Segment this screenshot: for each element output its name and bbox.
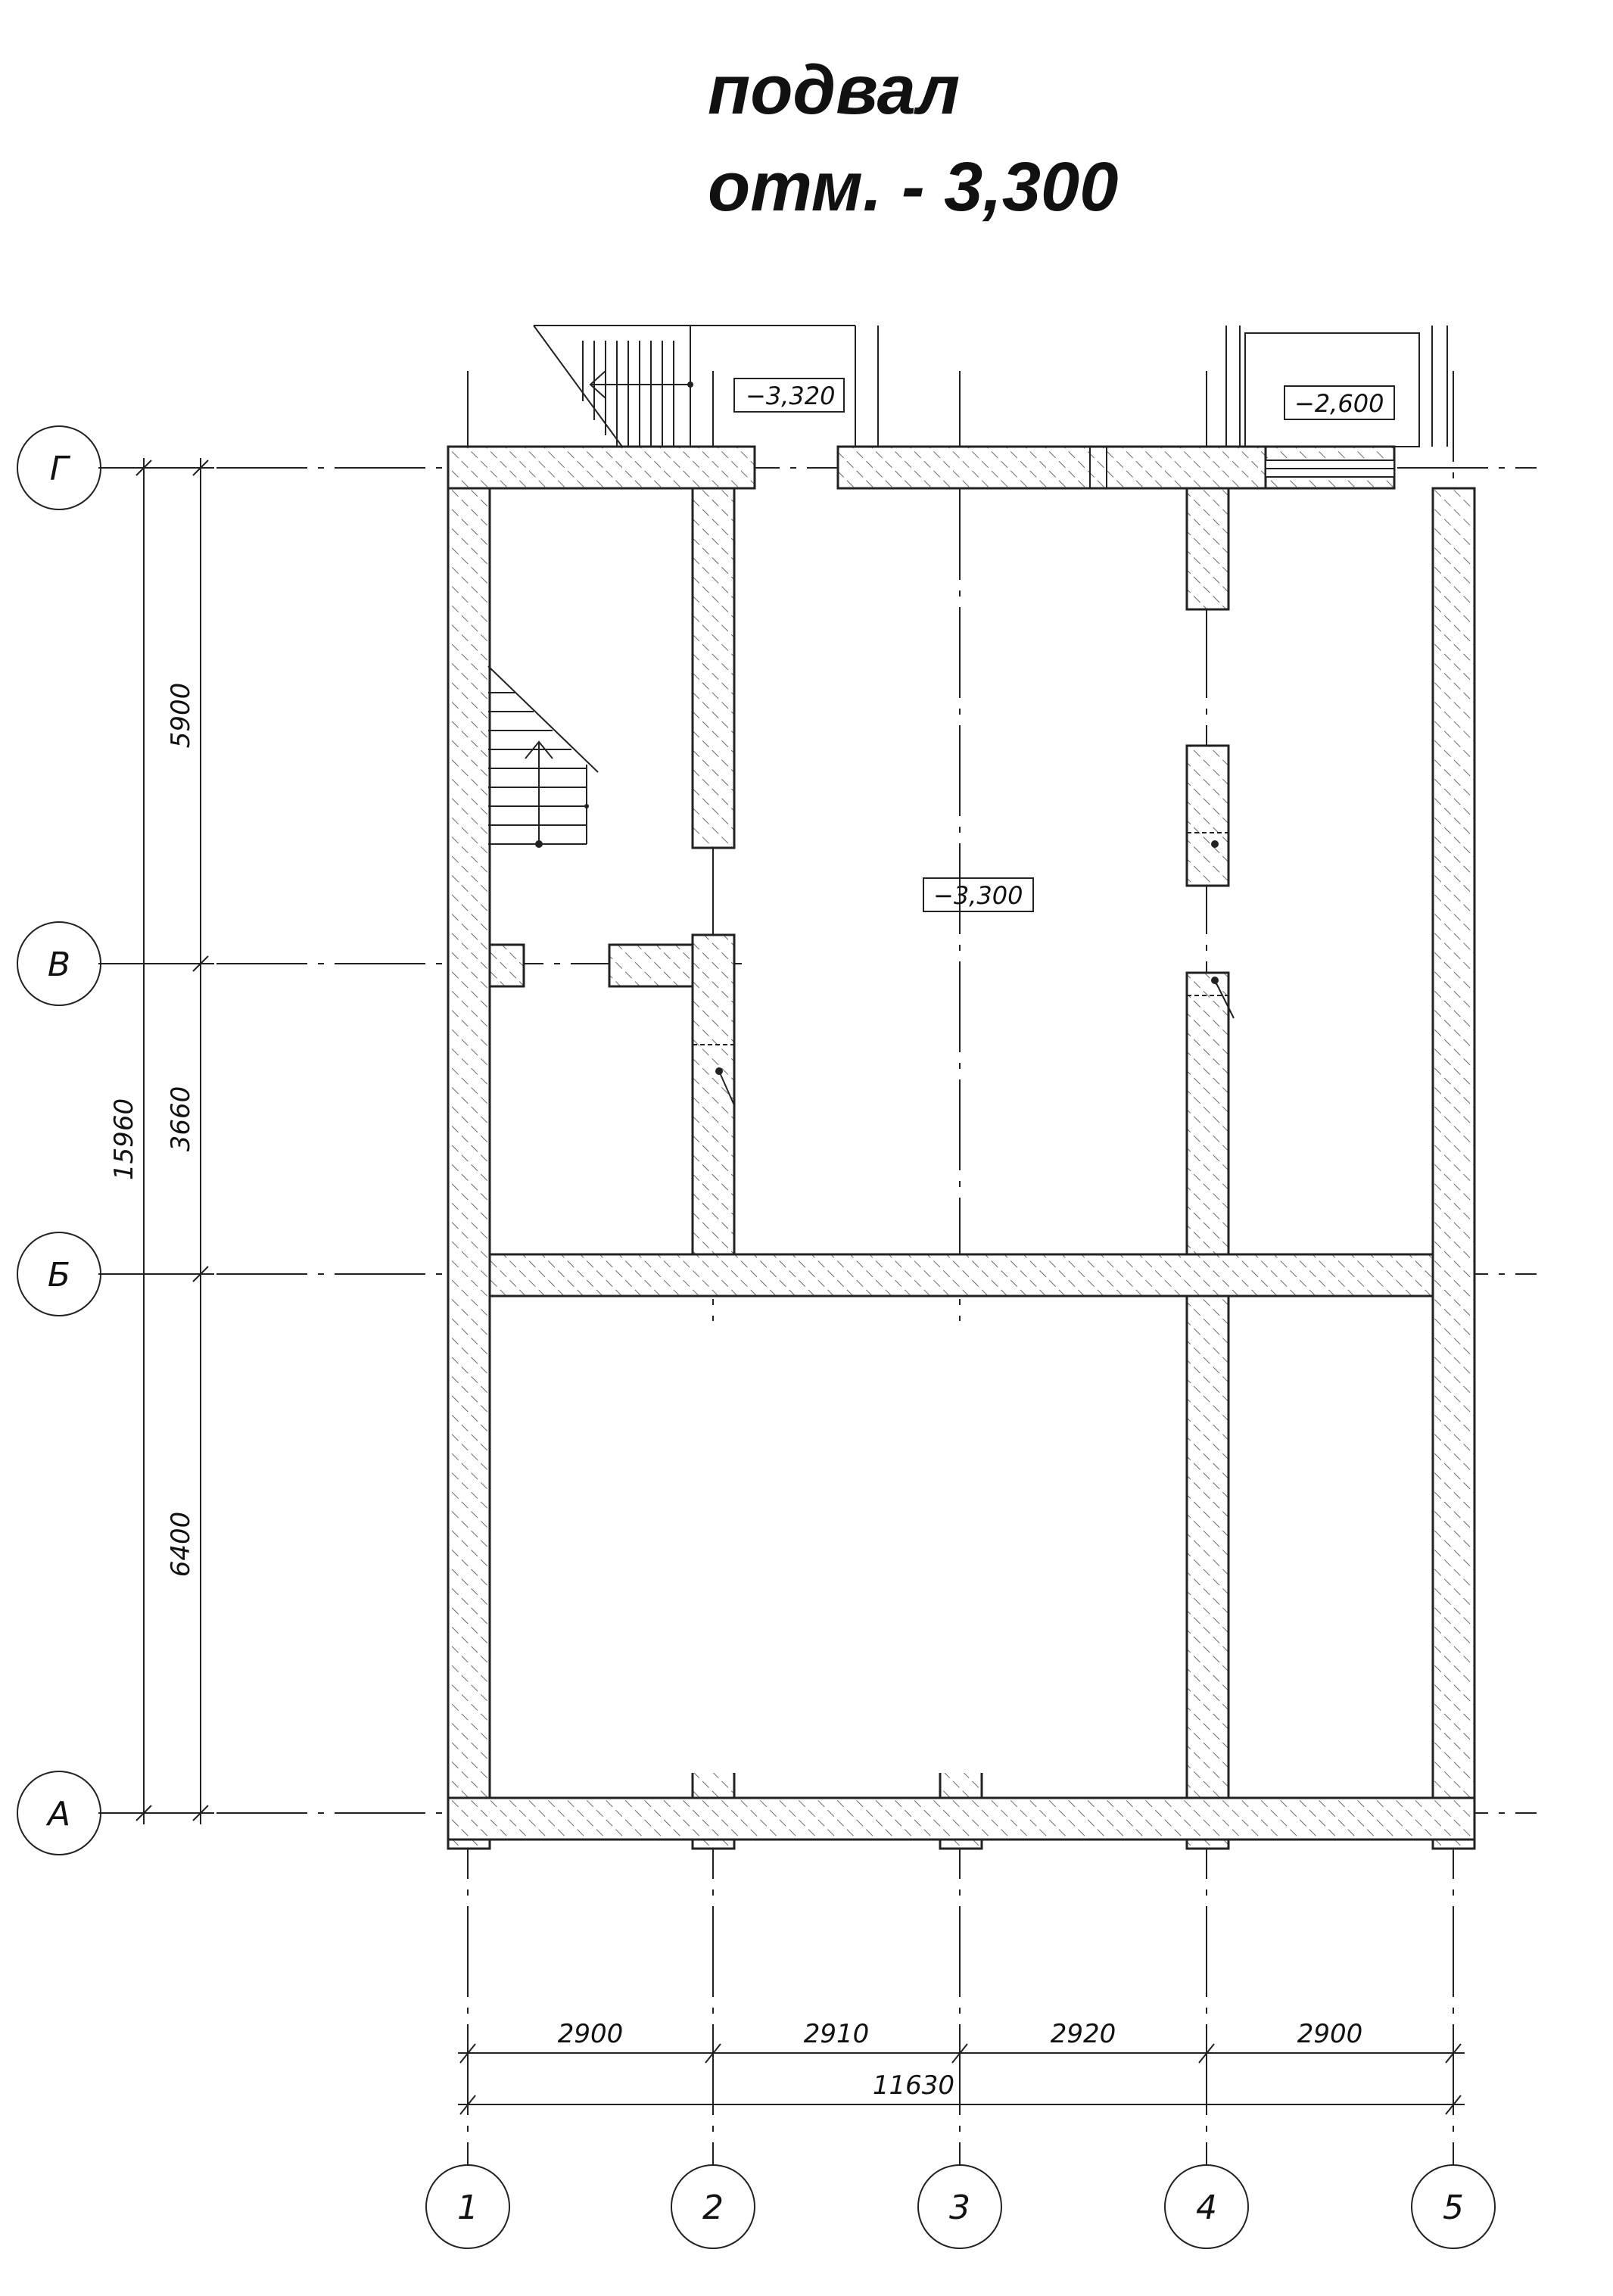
window	[1265, 460, 1395, 478]
dimension-label: 2910	[804, 2019, 870, 2049]
plan-title: подвал	[708, 51, 960, 129]
walls	[447, 445, 1476, 1850]
row-axis-label: Б	[48, 1256, 70, 1294]
dimension-label: 6400	[166, 1512, 196, 1578]
row-axis-label: Г	[50, 450, 71, 488]
dimension-label: 2900	[1297, 2019, 1363, 2049]
level-mark-floor: −3,300	[923, 877, 1034, 912]
horizontal-dimensions: 2900 2910 2920 2900 11630	[458, 2019, 1465, 2115]
column-axis-label: 5	[1443, 2189, 1464, 2227]
dimension-total-label: 15960	[109, 1098, 139, 1180]
entrance-stair-left	[533, 325, 879, 447]
entrance-pit-right	[1225, 326, 1448, 447]
column-axis-label: 3	[949, 2189, 970, 2227]
level-mark-floor-text: −3,300	[933, 881, 1023, 910]
dimension-total-label: 11630	[873, 2070, 954, 2101]
column-axis-label: 1	[457, 2189, 478, 2227]
column-axis-label: 4	[1196, 2189, 1217, 2227]
column-axis-label: 2	[702, 2189, 724, 2227]
column-axis-bubbles: 1 2 3 4 5	[425, 2164, 1496, 2249]
vertical-dimensions: 5900 3660 6400 15960	[109, 458, 214, 1824]
dimension-label: 2920	[1051, 2019, 1116, 2049]
dimension-label: 5900	[166, 683, 196, 749]
row-axis-bubbles: Г В Б А	[17, 425, 101, 1855]
dimension-label: 3660	[166, 1086, 196, 1152]
inner-stair	[487, 665, 599, 848]
level-mark-entrance-left: −3,320	[733, 378, 845, 413]
level-mark-entrance-left-text: −3,320	[746, 382, 835, 410]
lower-rooms	[489, 1295, 1434, 1799]
dimension-label: 2900	[558, 2019, 624, 2049]
level-mark-entrance-right: −2,600	[1284, 385, 1395, 420]
vent-details	[693, 447, 1235, 1106]
row-axis-label: А	[45, 1795, 70, 1833]
level-mark-entrance-right-text: −2,600	[1294, 389, 1384, 418]
plan-elevation-title: отм. - 3,300	[708, 148, 1118, 226]
row-axis-label: В	[48, 946, 70, 984]
